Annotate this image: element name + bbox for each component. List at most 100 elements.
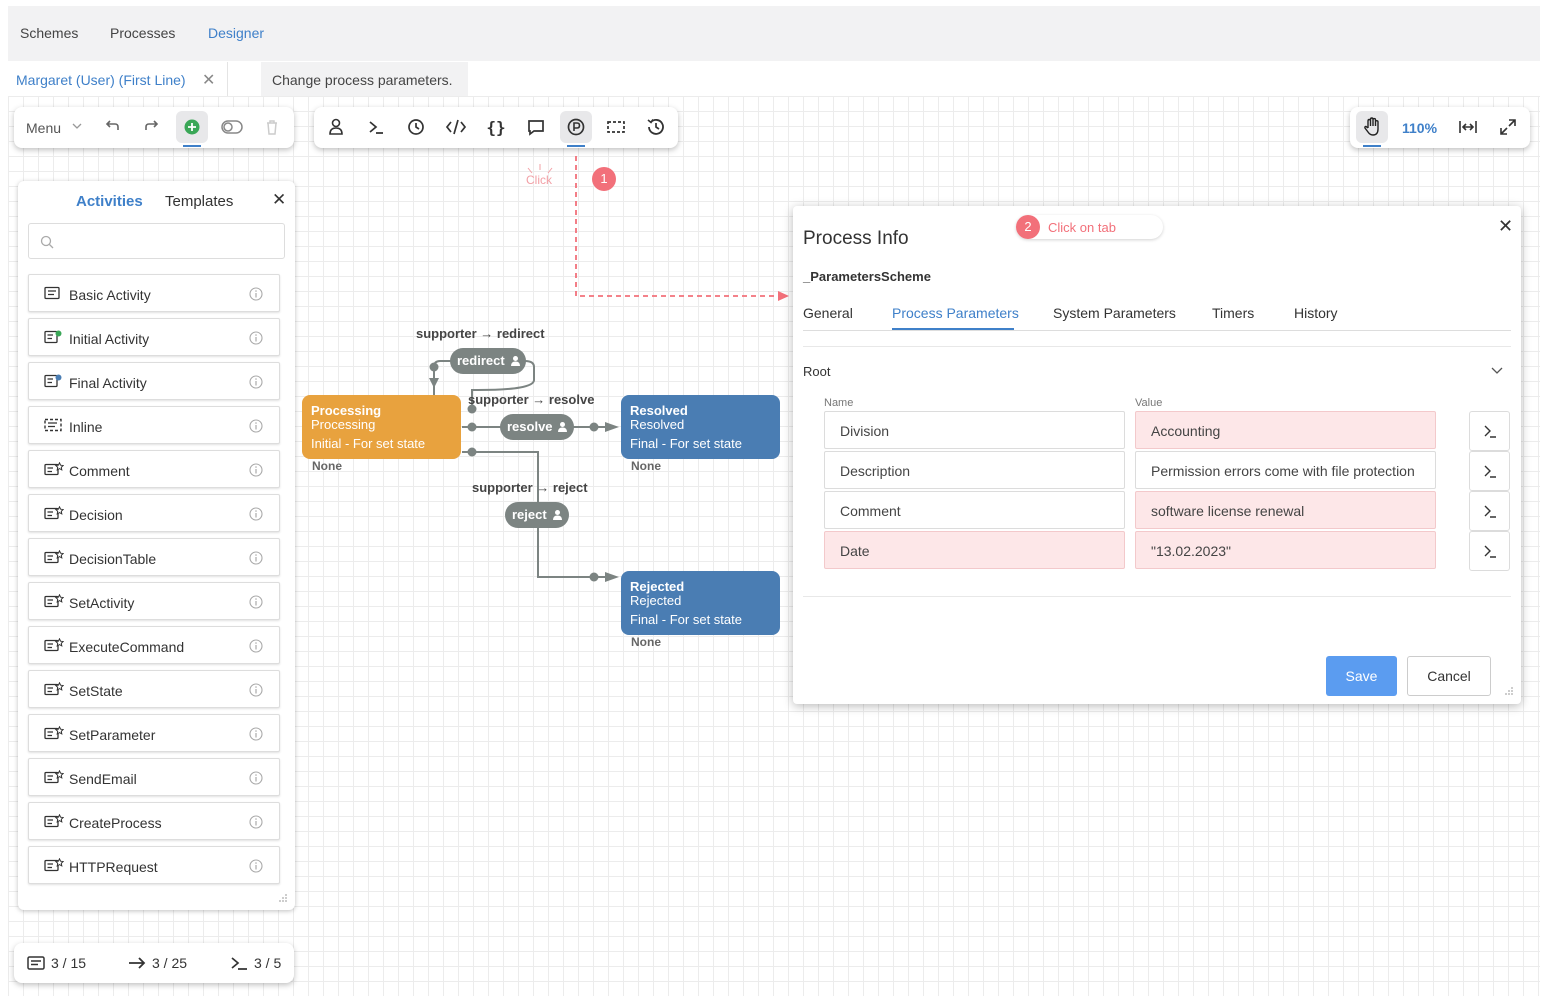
zoom-level[interactable]: 110%: [1402, 120, 1438, 136]
param-name-field[interactable]: Division: [824, 411, 1125, 449]
tab-general[interactable]: General: [803, 305, 853, 321]
param-name-field[interactable]: Date: [824, 531, 1125, 569]
activity-item[interactable]: CreateProcess: [28, 802, 280, 840]
tab-templates[interactable]: Templates: [165, 193, 234, 210]
tab-history[interactable]: History: [1294, 305, 1338, 321]
info-icon[interactable]: [249, 639, 263, 658]
activity-item-label: SetActivity: [69, 595, 135, 611]
menu-button[interactable]: Menu: [26, 120, 62, 136]
column-name-header: Name: [824, 397, 854, 409]
activity-item[interactable]: SendEmail: [28, 758, 280, 796]
activity-item[interactable]: ExecuteCommand: [28, 626, 280, 664]
command-redirect[interactable]: redirect: [450, 348, 526, 374]
param-value-field[interactable]: Accounting: [1135, 411, 1436, 449]
activity-item[interactable]: SetState: [28, 670, 280, 708]
param-value-field[interactable]: Permission errors come with file protect…: [1135, 451, 1436, 489]
timer-button[interactable]: [400, 111, 432, 143]
add-element-button[interactable]: [176, 111, 208, 147]
activity-item[interactable]: Final Activity: [28, 362, 280, 400]
activity-item[interactable]: HTTPRequest: [28, 846, 280, 884]
info-icon[interactable]: [249, 595, 263, 614]
json-button[interactable]: {}: [480, 111, 512, 143]
pan-button[interactable]: [1356, 111, 1388, 147]
arrow-head-icon: [605, 422, 619, 432]
close-icon[interactable]: ✕: [202, 72, 216, 89]
activity-item[interactable]: SetParameter: [28, 714, 280, 752]
info-icon[interactable]: [249, 287, 263, 306]
param-value-field[interactable]: "13.02.2023": [1135, 531, 1436, 569]
code-button[interactable]: [440, 111, 472, 143]
info-icon[interactable]: [249, 683, 263, 702]
nav-processes[interactable]: Processes: [110, 25, 176, 41]
expression-button[interactable]: [1469, 491, 1510, 531]
expression-button[interactable]: [1469, 451, 1510, 491]
activity-node-resolved[interactable]: Resolved Resolved Final - For set state: [621, 395, 780, 459]
info-icon[interactable]: [249, 859, 263, 878]
process-info-dialog: Process Info _ParametersScheme ✕ 2 Click…: [793, 206, 1521, 704]
activity-item[interactable]: DecisionTable: [28, 538, 280, 576]
fit-width-button[interactable]: [1452, 111, 1484, 143]
node-state: Processing: [311, 417, 376, 432]
param-name-field[interactable]: Description: [824, 451, 1125, 489]
tab-activities[interactable]: Activities: [76, 193, 143, 210]
redo-button[interactable]: [136, 111, 168, 143]
activity-item[interactable]: Basic Activity: [28, 274, 280, 312]
element-toolbar: {}: [314, 107, 678, 148]
info-icon[interactable]: [249, 375, 263, 394]
activity-item[interactable]: Initial Activity: [28, 318, 280, 356]
tab-system-parameters[interactable]: System Parameters: [1053, 305, 1176, 321]
cancel-button[interactable]: Cancel: [1407, 656, 1491, 696]
close-icon[interactable]: ✕: [272, 190, 287, 209]
close-icon[interactable]: ✕: [1498, 216, 1514, 236]
command-button[interactable]: [360, 111, 392, 143]
history-button[interactable]: [640, 111, 672, 143]
command-resolve[interactable]: resolve: [500, 414, 574, 440]
tab-process-parameters[interactable]: Process Parameters: [892, 305, 1019, 321]
activity-item[interactable]: SetActivity: [28, 582, 280, 620]
actor-button[interactable]: [320, 111, 352, 143]
save-button[interactable]: Save: [1326, 656, 1397, 696]
nav-designer[interactable]: Designer: [208, 25, 265, 41]
activity-item[interactable]: Inline: [28, 406, 280, 444]
localization-button[interactable]: [520, 111, 552, 143]
clock-icon: [408, 119, 424, 135]
param-name-field[interactable]: Comment: [824, 491, 1125, 529]
select-area-button[interactable]: [600, 111, 632, 143]
tab-change-parameters[interactable]: Change process parameters.: [261, 62, 468, 96]
activity-node-processing[interactable]: Processing Processing Initial - For set …: [302, 395, 461, 459]
node-footer: None: [631, 635, 661, 649]
undo-button[interactable]: [96, 111, 128, 143]
node-type: Final - For set state: [630, 612, 742, 627]
terminal-icon: [1484, 465, 1496, 478]
info-icon[interactable]: [249, 507, 263, 526]
info-icon[interactable]: [249, 331, 263, 350]
edge-label-redirect: supporter → redirect: [416, 326, 545, 341]
info-icon[interactable]: [249, 815, 263, 834]
section-root-label[interactable]: Root: [803, 364, 831, 379]
tab-timers[interactable]: Timers: [1212, 305, 1255, 321]
activity-search-input[interactable]: [28, 223, 285, 259]
info-icon[interactable]: [249, 727, 263, 746]
info-icon[interactable]: [249, 771, 263, 790]
expression-button[interactable]: [1469, 411, 1510, 451]
custom-activity-icon: [44, 461, 65, 481]
chevron-down-icon[interactable]: [1491, 367, 1503, 375]
activity-item[interactable]: Comment: [28, 450, 280, 488]
resize-handle-icon[interactable]: [1504, 686, 1514, 696]
expression-button[interactable]: [1469, 531, 1510, 571]
nav-schemes[interactable]: Schemes: [20, 25, 79, 41]
toggle-button[interactable]: [216, 111, 248, 143]
delete-button[interactable]: [256, 111, 288, 143]
info-icon[interactable]: [249, 463, 263, 482]
activity-item[interactable]: Decision: [28, 494, 280, 532]
info-icon[interactable]: [249, 419, 263, 438]
resize-handle-icon[interactable]: [278, 893, 288, 903]
param-value-field[interactable]: software license renewal: [1135, 491, 1436, 529]
command-reject[interactable]: reject: [505, 502, 569, 528]
activity-item-label: DecisionTable: [69, 551, 157, 567]
info-icon[interactable]: [249, 551, 263, 570]
tab-user[interactable]: Margaret (User) (First Line) ✕: [8, 62, 228, 96]
fullscreen-button[interactable]: [1492, 111, 1524, 143]
process-parameters-button[interactable]: [560, 111, 592, 147]
activity-node-rejected[interactable]: Rejected Rejected Final - For set state: [621, 571, 780, 635]
